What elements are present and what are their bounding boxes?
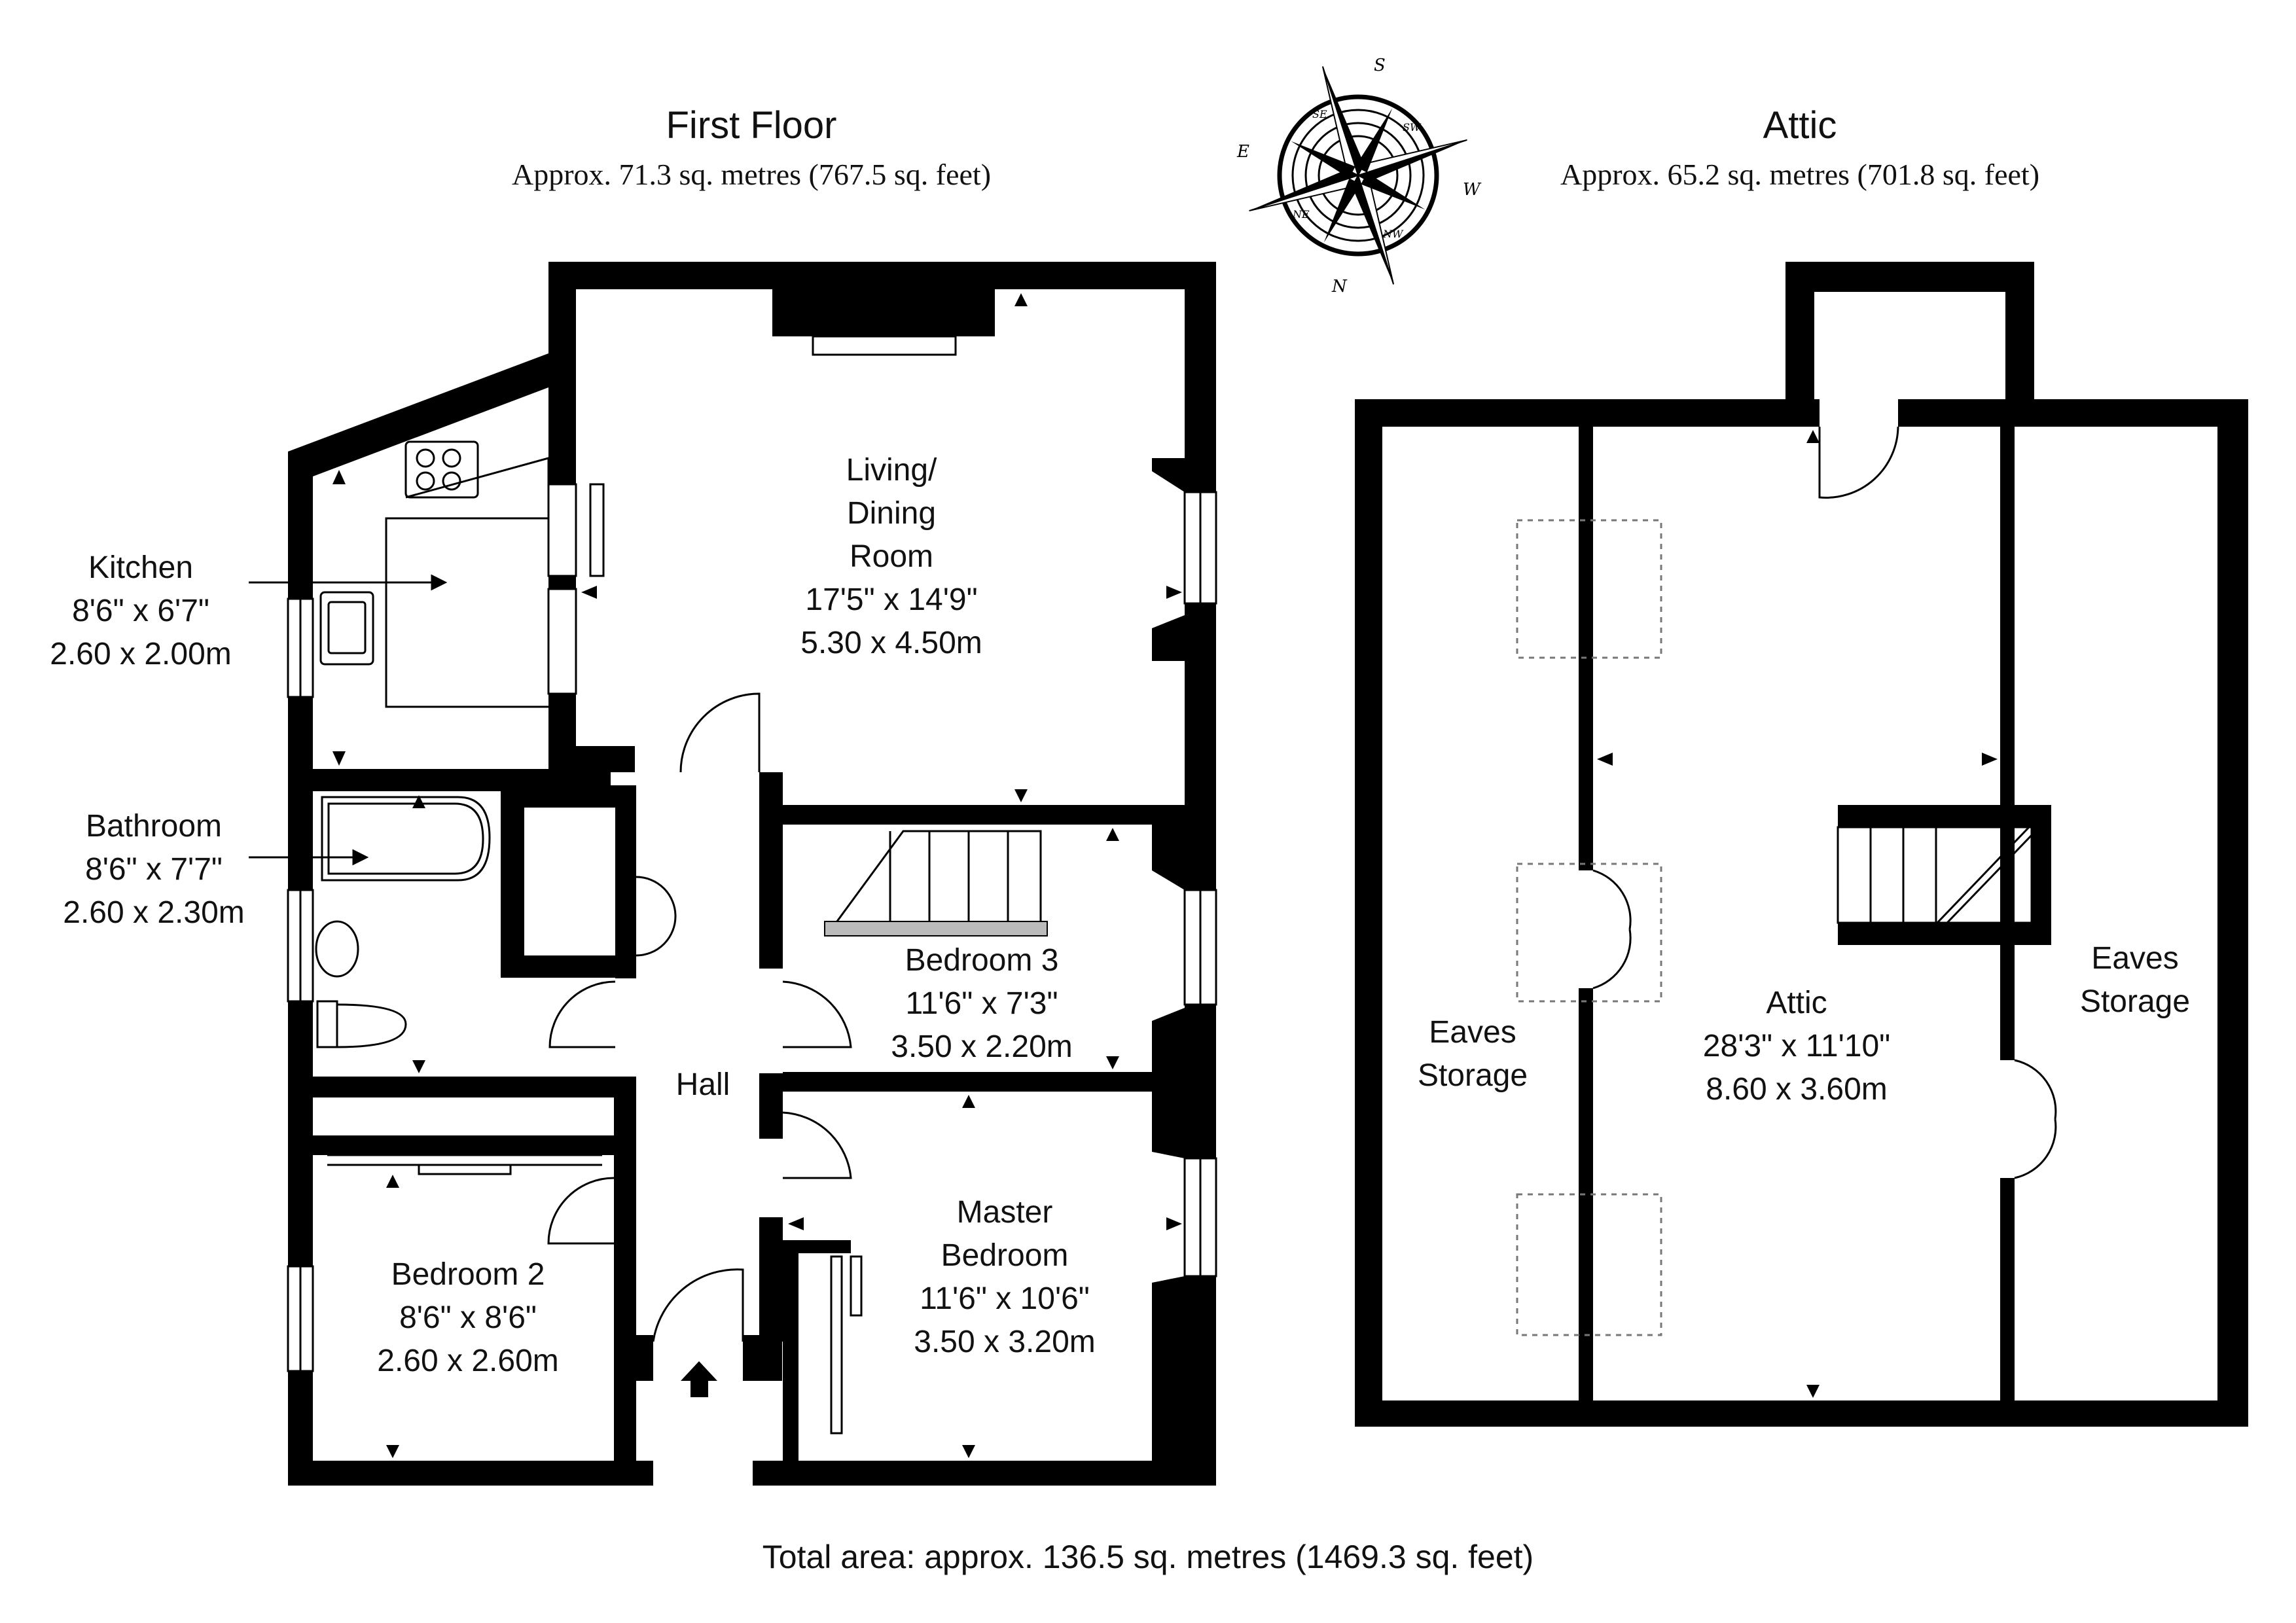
first-floor-doors (547, 483, 852, 1342)
room-eaves-left-line1: Eaves (1429, 1015, 1516, 1050)
attic-skylights (1516, 519, 1662, 1336)
compass-label-s: S (1374, 56, 1386, 75)
compass-label-sw: SW (1403, 121, 1422, 134)
first-floor-title: First Floor (666, 104, 837, 147)
room-living-metric: 5.30 x 4.50m (800, 626, 982, 660)
room-bedroom3-name: Bedroom 3 (905, 943, 1059, 978)
room-kitchen-metric: 2.60 x 2.00m (50, 637, 232, 671)
compass-label-w: W (1463, 180, 1482, 200)
room-attic: Attic 28'3" x 11'10" 8.60 x 3.60m (1703, 982, 1890, 1111)
room-bedroom2-metric: 2.60 x 2.60m (377, 1344, 559, 1378)
attic-title: Attic (1763, 104, 1837, 147)
room-eaves-storage-left: Eaves Storage (1418, 1011, 1528, 1097)
room-kitchen-imperial: 8'6" x 6'7" (72, 594, 209, 628)
room-master-metric: 3.50 x 3.20m (914, 1325, 1096, 1359)
room-bedroom2-imperial: 8'6" x 8'6" (399, 1300, 537, 1335)
room-master-bedroom: Master Bedroom 11'6" x 10'6" 3.50 x 3.20… (914, 1191, 1096, 1364)
first-floor-windows (287, 335, 1217, 1372)
first-floor-area: Approx. 71.3 sq. metres (767.5 sq. feet) (511, 158, 992, 191)
attic-openings (1579, 399, 2015, 1178)
room-living-name-line2: Dining (846, 496, 937, 531)
room-bathroom-imperial: 8'6" x 7'7" (85, 852, 223, 887)
attic-fixtures (1592, 426, 2057, 1179)
room-bedroom2-name: Bedroom 2 (391, 1257, 545, 1292)
room-hall-name: Hall (675, 1067, 730, 1102)
entrance-arrow-icon (681, 1361, 717, 1397)
total-area: Total area: approx. 136.5 sq. metres (14… (762, 1539, 1534, 1575)
room-hall: Hall (676, 1063, 730, 1107)
room-bathroom-name: Bathroom (85, 809, 223, 844)
attic-area: Approx. 65.2 sq. metres (701.8 sq. feet) (1560, 158, 2040, 191)
room-kitchen-name: Kitchen (88, 550, 194, 585)
room-bathroom-metric: 2.60 x 2.30m (63, 895, 245, 930)
room-master-name-line1: Master (956, 1195, 1053, 1230)
compass-icon: S SE SW E W NE NW N (1236, 56, 1482, 296)
label-pointers (249, 574, 448, 866)
compass-label-e: E (1236, 142, 1249, 162)
room-bedroom-3: Bedroom 3 11'6" x 7'3" 3.50 x 2.20m (891, 939, 1073, 1069)
room-living-dining: Living/ Dining Room 17'5" x 14'9" 5.30 x… (800, 449, 982, 665)
compass-label-nw: NW (1382, 228, 1404, 240)
room-living-name-line3: Room (849, 539, 934, 574)
room-attic-imperial: 28'3" x 11'10" (1702, 1029, 1891, 1063)
room-attic-metric: 8.60 x 3.60m (1706, 1072, 1888, 1107)
room-living-name-line1: Living/ (846, 453, 937, 488)
room-eaves-left-line2: Storage (1417, 1058, 1528, 1093)
room-eaves-right-line2: Storage (2079, 984, 2191, 1019)
compass-label-n: N (1331, 277, 1348, 296)
room-living-imperial: 17'5" x 14'9" (805, 582, 978, 617)
room-bedroom3-metric: 3.50 x 2.20m (891, 1029, 1073, 1064)
room-master-name-line2: Bedroom (941, 1238, 1069, 1273)
room-eaves-storage-right: Eaves Storage (2080, 937, 2190, 1024)
compass-label-se: SE (1312, 108, 1327, 120)
first-floor-fixtures (315, 440, 1042, 1435)
compass-label-ne: NE (1292, 208, 1310, 221)
attic-walls (1355, 262, 2248, 1427)
room-bathroom: Bathroom 8'6" x 7'7" 2.60 x 2.30m (63, 805, 245, 935)
room-attic-name: Attic (1766, 986, 1827, 1020)
room-kitchen: Kitchen 8'6" x 6'7" 2.60 x 2.00m (50, 546, 232, 676)
stairs-hatch (824, 921, 1048, 936)
room-eaves-right-line1: Eaves (2091, 941, 2179, 976)
room-bedroom-2: Bedroom 2 8'6" x 8'6" 2.60 x 2.60m (377, 1253, 559, 1383)
room-bedroom3-imperial: 11'6" x 7'3" (905, 986, 1058, 1021)
room-master-imperial: 11'6" x 10'6" (920, 1281, 1090, 1316)
measurement-arrows (332, 293, 1998, 1458)
